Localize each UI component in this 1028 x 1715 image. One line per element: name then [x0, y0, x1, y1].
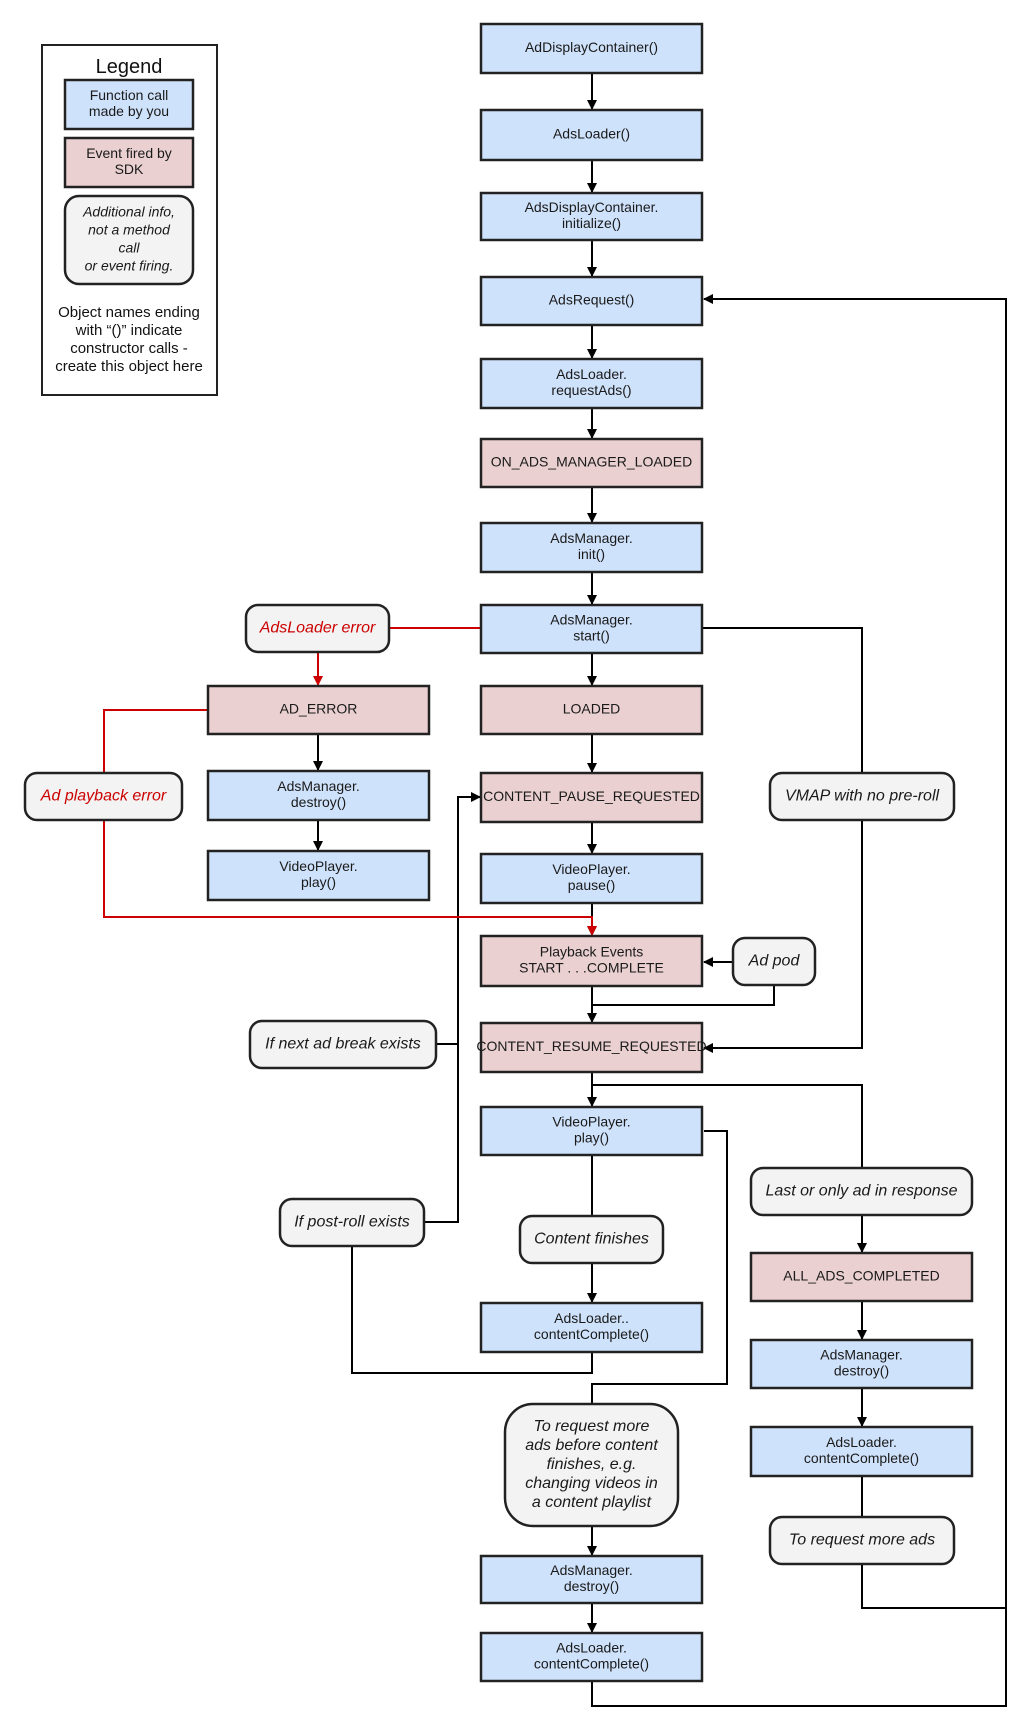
- node-manager-destroy-left: AdsManager.destroy(): [206, 769, 431, 822]
- node-label: LOADED: [563, 701, 621, 717]
- node-manager-destroy-bottom: AdsManager.destroy(): [479, 1554, 704, 1605]
- node-label: AdsManager.init(): [550, 530, 633, 562]
- node-ad-pod: Ad pod: [731, 936, 817, 987]
- edge-play-before: [591, 1130, 728, 1404]
- node-label: VideoPlayer.play(): [552, 1114, 630, 1146]
- node-player-play-center: VideoPlayer.play(): [479, 1105, 704, 1157]
- node-content-pause: CONTENT_PAUSE_REQUESTED: [479, 771, 704, 824]
- node-label: CONTENT_RESUME_REQUESTED: [476, 1038, 706, 1054]
- node-label: CONTENT_PAUSE_REQUESTED: [483, 788, 700, 804]
- node-label: Last or only ad in response: [765, 1183, 957, 1200]
- node-label: AdsLoader..contentComplete(): [534, 1310, 649, 1342]
- node-vmap-no-preroll: VMAP with no pre-roll: [768, 771, 956, 822]
- node-label: AdsManager.start(): [550, 612, 633, 644]
- node-loader-request-ads: AdsLoader.requestAds(): [479, 357, 704, 410]
- node-label: AdsRequest(): [549, 292, 635, 308]
- edge-vmap-resume: [703, 820, 863, 1053]
- node-label: VMAP with no pre-roll: [785, 788, 940, 805]
- node-label: VideoPlayer.play(): [279, 858, 357, 890]
- node-ad-error: AD_ERROR: [206, 684, 431, 736]
- node-label: AdsManager.destroy(): [277, 778, 360, 810]
- node-request-more-ads: To request more ads: [768, 1515, 956, 1566]
- edges: [103, 72, 1007, 1707]
- node-post-roll: If post-roll exists: [278, 1197, 426, 1248]
- node-on-ads-manager-loaded: ON_ADS_MANAGER_LOADED: [479, 437, 704, 489]
- node-loader-error: AdsLoader error: [244, 603, 391, 654]
- edge-resume-right: [592, 1084, 863, 1167]
- edge-start-vmap: [702, 627, 863, 773]
- node-manager-init: AdsManager.init(): [479, 521, 704, 574]
- node-loader-content-complete-right: AdsLoader.contentComplete(): [749, 1425, 974, 1478]
- node-label: AdsDisplayContainer.initialize(): [525, 199, 659, 231]
- edge-aderror-playback-error: [103, 709, 208, 773]
- node-label: AdsLoader error: [259, 620, 376, 637]
- node-label: Ad playback error: [40, 788, 167, 805]
- edge-more-loop: [861, 1564, 1006, 1609]
- node-label: AdsLoader(): [553, 126, 630, 142]
- node-label: Ad pod: [748, 953, 801, 970]
- node-adc-initialize: AdsDisplayContainer.initialize(): [479, 191, 704, 242]
- node-label: AdsLoader.contentComplete(): [534, 1640, 649, 1672]
- node-label: AdsLoader.requestAds(): [551, 366, 631, 398]
- node-label: AdsManager.destroy(): [550, 1562, 633, 1594]
- node-ads-loader: AdsLoader(): [479, 108, 704, 162]
- node-label: Content finishes: [534, 1231, 649, 1248]
- node-content-finishes: Content finishes: [518, 1214, 665, 1265]
- node-manager-destroy-right: AdsManager.destroy(): [749, 1338, 974, 1390]
- node-label: VideoPlayer.pause(): [552, 861, 630, 893]
- node-label: If next ad break exists: [265, 1036, 421, 1053]
- node-ads-request: AdsRequest(): [479, 275, 704, 327]
- edge-right-loop: [591, 294, 1007, 1707]
- node-content-resume: CONTENT_RESUME_REQUESTED: [476, 1021, 707, 1074]
- node-ad-display-container: AdDisplayContainer(): [479, 22, 704, 75]
- node-label: AdDisplayContainer(): [525, 39, 658, 55]
- node-loaded: LOADED: [479, 684, 704, 736]
- edge-playback-error-events: [103, 820, 597, 936]
- legend-title: Legend: [96, 56, 163, 78]
- node-label: To request more ads: [789, 1532, 935, 1549]
- node-label: AdsManager.destroy(): [820, 1347, 903, 1379]
- node-player-pause: VideoPlayer.pause(): [479, 852, 704, 905]
- node-label: AD_ERROR: [280, 701, 358, 717]
- edge-adpod-loop: [592, 985, 775, 1006]
- node-loader-content-complete-bottom: AdsLoader.contentComplete(): [479, 1631, 704, 1683]
- node-label: AdsLoader.contentComplete(): [804, 1434, 919, 1466]
- node-label: ON_ADS_MANAGER_LOADED: [491, 454, 693, 470]
- node-next-ad-break: If next ad break exists: [248, 1019, 438, 1070]
- node-player-play-left: VideoPlayer.play(): [206, 849, 431, 902]
- nodes: AdDisplayContainer() AdsLoader() AdsDisp…: [23, 22, 974, 1683]
- node-playback-error: Ad playback error: [23, 771, 184, 822]
- node-label: ALL_ADS_COMPLETED: [783, 1268, 939, 1284]
- node-loader-content-complete-1: AdsLoader..contentComplete(): [479, 1301, 704, 1354]
- node-all-ads-completed: ALL_ADS_COMPLETED: [749, 1251, 974, 1303]
- edge-postroll-loop: [351, 1246, 593, 1374]
- node-last-ad: Last or only ad in response: [749, 1166, 974, 1217]
- node-manager-start: AdsManager.start(): [479, 603, 704, 655]
- edge-postroll-pause: [424, 792, 481, 1223]
- node-label: If post-roll exists: [294, 1214, 410, 1231]
